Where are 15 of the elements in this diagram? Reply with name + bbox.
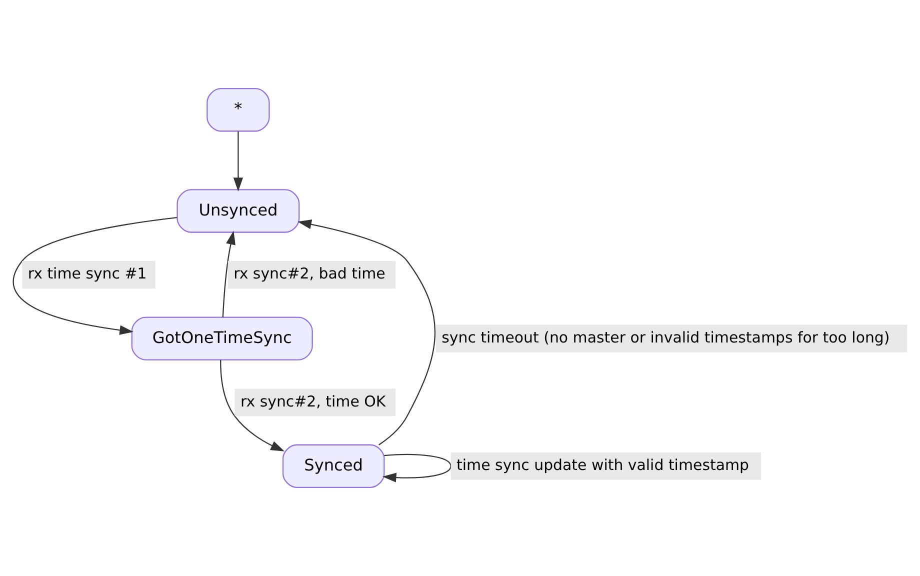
node-box: *	[206, 88, 270, 132]
arrow	[382, 454, 452, 482]
node-box: GotOneTimeSync	[131, 316, 313, 360]
edge-label: sync timeout (no master or invalid timestamps for too long)	[442, 328, 890, 346]
node-box: Unsynced	[176, 189, 300, 233]
arrow	[298, 220, 436, 446]
node-box: Synced	[282, 444, 385, 488]
edge-label: time sync update with valid timestamp	[456, 456, 750, 474]
arrow	[220, 360, 285, 452]
edge-label: rx sync#2, time OK	[240, 392, 386, 410]
edge-label: rx sync#2, bad time	[234, 264, 386, 283]
arrow	[233, 132, 244, 192]
edge-label: rx time sync #1	[28, 264, 147, 283]
arrow	[222, 230, 236, 318]
arrow	[13, 217, 177, 335]
